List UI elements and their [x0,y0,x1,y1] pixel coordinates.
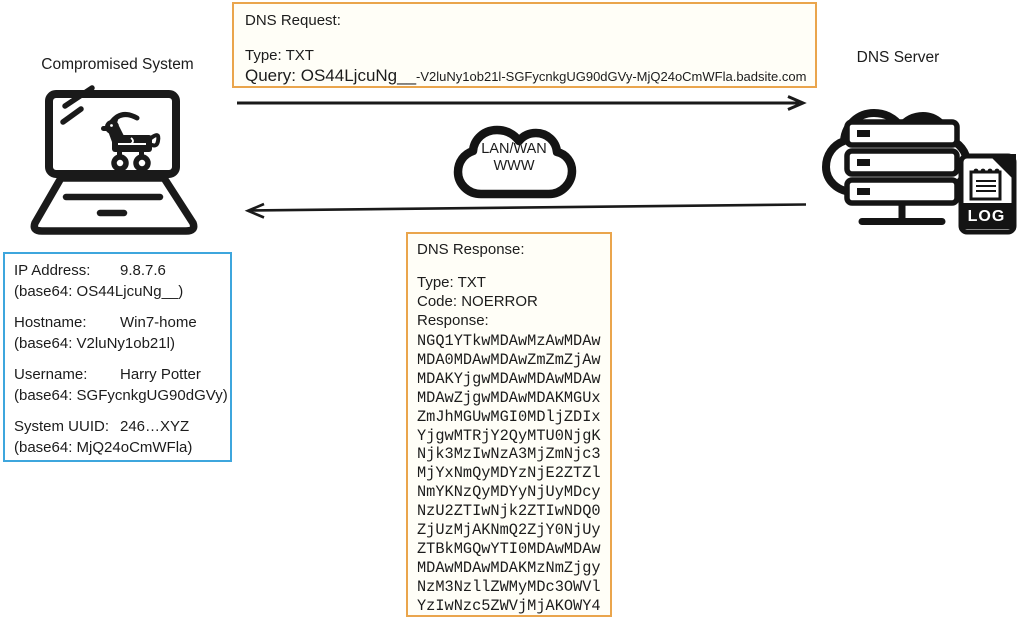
cloud-label-line1: LAN/WAN [481,141,547,157]
dns-response-label: Response: [417,312,489,329]
compromised-system-label: Compromised System [41,56,194,73]
dns-request-box: DNS Request: Type: TXT Query: OS44LjcuNg… [232,2,817,88]
trojan-horse-icon [101,111,161,172]
dns-response-box: DNS Response: Type: TXT Code: NOERROR Re… [406,232,612,617]
screen-glare-line [60,106,84,125]
host-info-box: IP Address: 9.8.7.6 (base64: OS44LjcuNg__… [3,252,232,462]
info-base64: (base64: MjQ24oCmWFla) [14,439,193,456]
screen-glare-line [62,85,95,109]
info-value: 246…XYZ [120,418,190,435]
log-file-label: LOG [961,204,1012,229]
response-arrowhead-icon [244,202,265,219]
cloud-label-line2: WWW [493,158,535,174]
info-value: Harry Potter [120,366,201,383]
info-base64: (base64: OS44LjcuNg__) [14,283,184,300]
dns-response-title: DNS Response: [417,241,525,258]
dns-server-label: DNS Server [856,49,940,66]
dns-request-query-suffix: -V2luNy1ob21l-SGFycnkgUG90dGVy-MjQ24oCmW… [416,69,807,84]
request-arrowhead-icon [787,95,807,111]
dns-response-payload: NGQ1YTkwMDAwMzAwMDAw MDA0MDAwMDAwZmZmZjA… [417,332,601,615]
info-entry-uuid: System UUID: 246…XYZ (base64: MjQ24oCmWFl… [14,416,221,458]
network-cloud-label: LAN/WAN WWW [450,141,578,175]
compromised-laptop-icon [30,85,198,235]
info-value: Win7-home [120,314,197,331]
laptop-base [30,174,198,235]
dns-request-title: DNS Request: [245,12,341,29]
dns-response-type: Type: TXT [417,274,486,291]
info-label: System UUID: [14,418,110,435]
info-base64: (base64: V2luNy1ob21l) [14,335,175,352]
info-label: IP Address: [14,262,91,279]
dns-response-code: Code: NOERROR [417,293,538,310]
info-entry-hostname: Hostname: Win7-home (base64: V2luNy1ob21l… [14,312,221,354]
info-entry-ip: IP Address: 9.8.7.6 (base64: OS44LjcuNg__… [14,260,221,302]
dns-request-type: Type: TXT [245,47,314,64]
dns-request-query: Query: OS44LjcuNg__-V2luNy1ob21l-SGFycnk… [245,65,807,88]
info-label: Hostname: [14,314,87,331]
info-value: 9.8.7.6 [120,262,166,279]
server-unit [844,119,960,148]
info-base64: (base64: SGFycnkgUG90dGVy) [14,387,228,404]
server-unit [844,148,960,177]
server-unit [844,177,960,206]
info-entry-username: Username: Harry Potter (base64: SGFycnkgU… [14,364,228,406]
network-cloud-icon [453,125,577,199]
dns-request-query-prefix: Query: OS44LjcuNg__ [245,66,417,85]
info-label: Username: [14,366,88,383]
